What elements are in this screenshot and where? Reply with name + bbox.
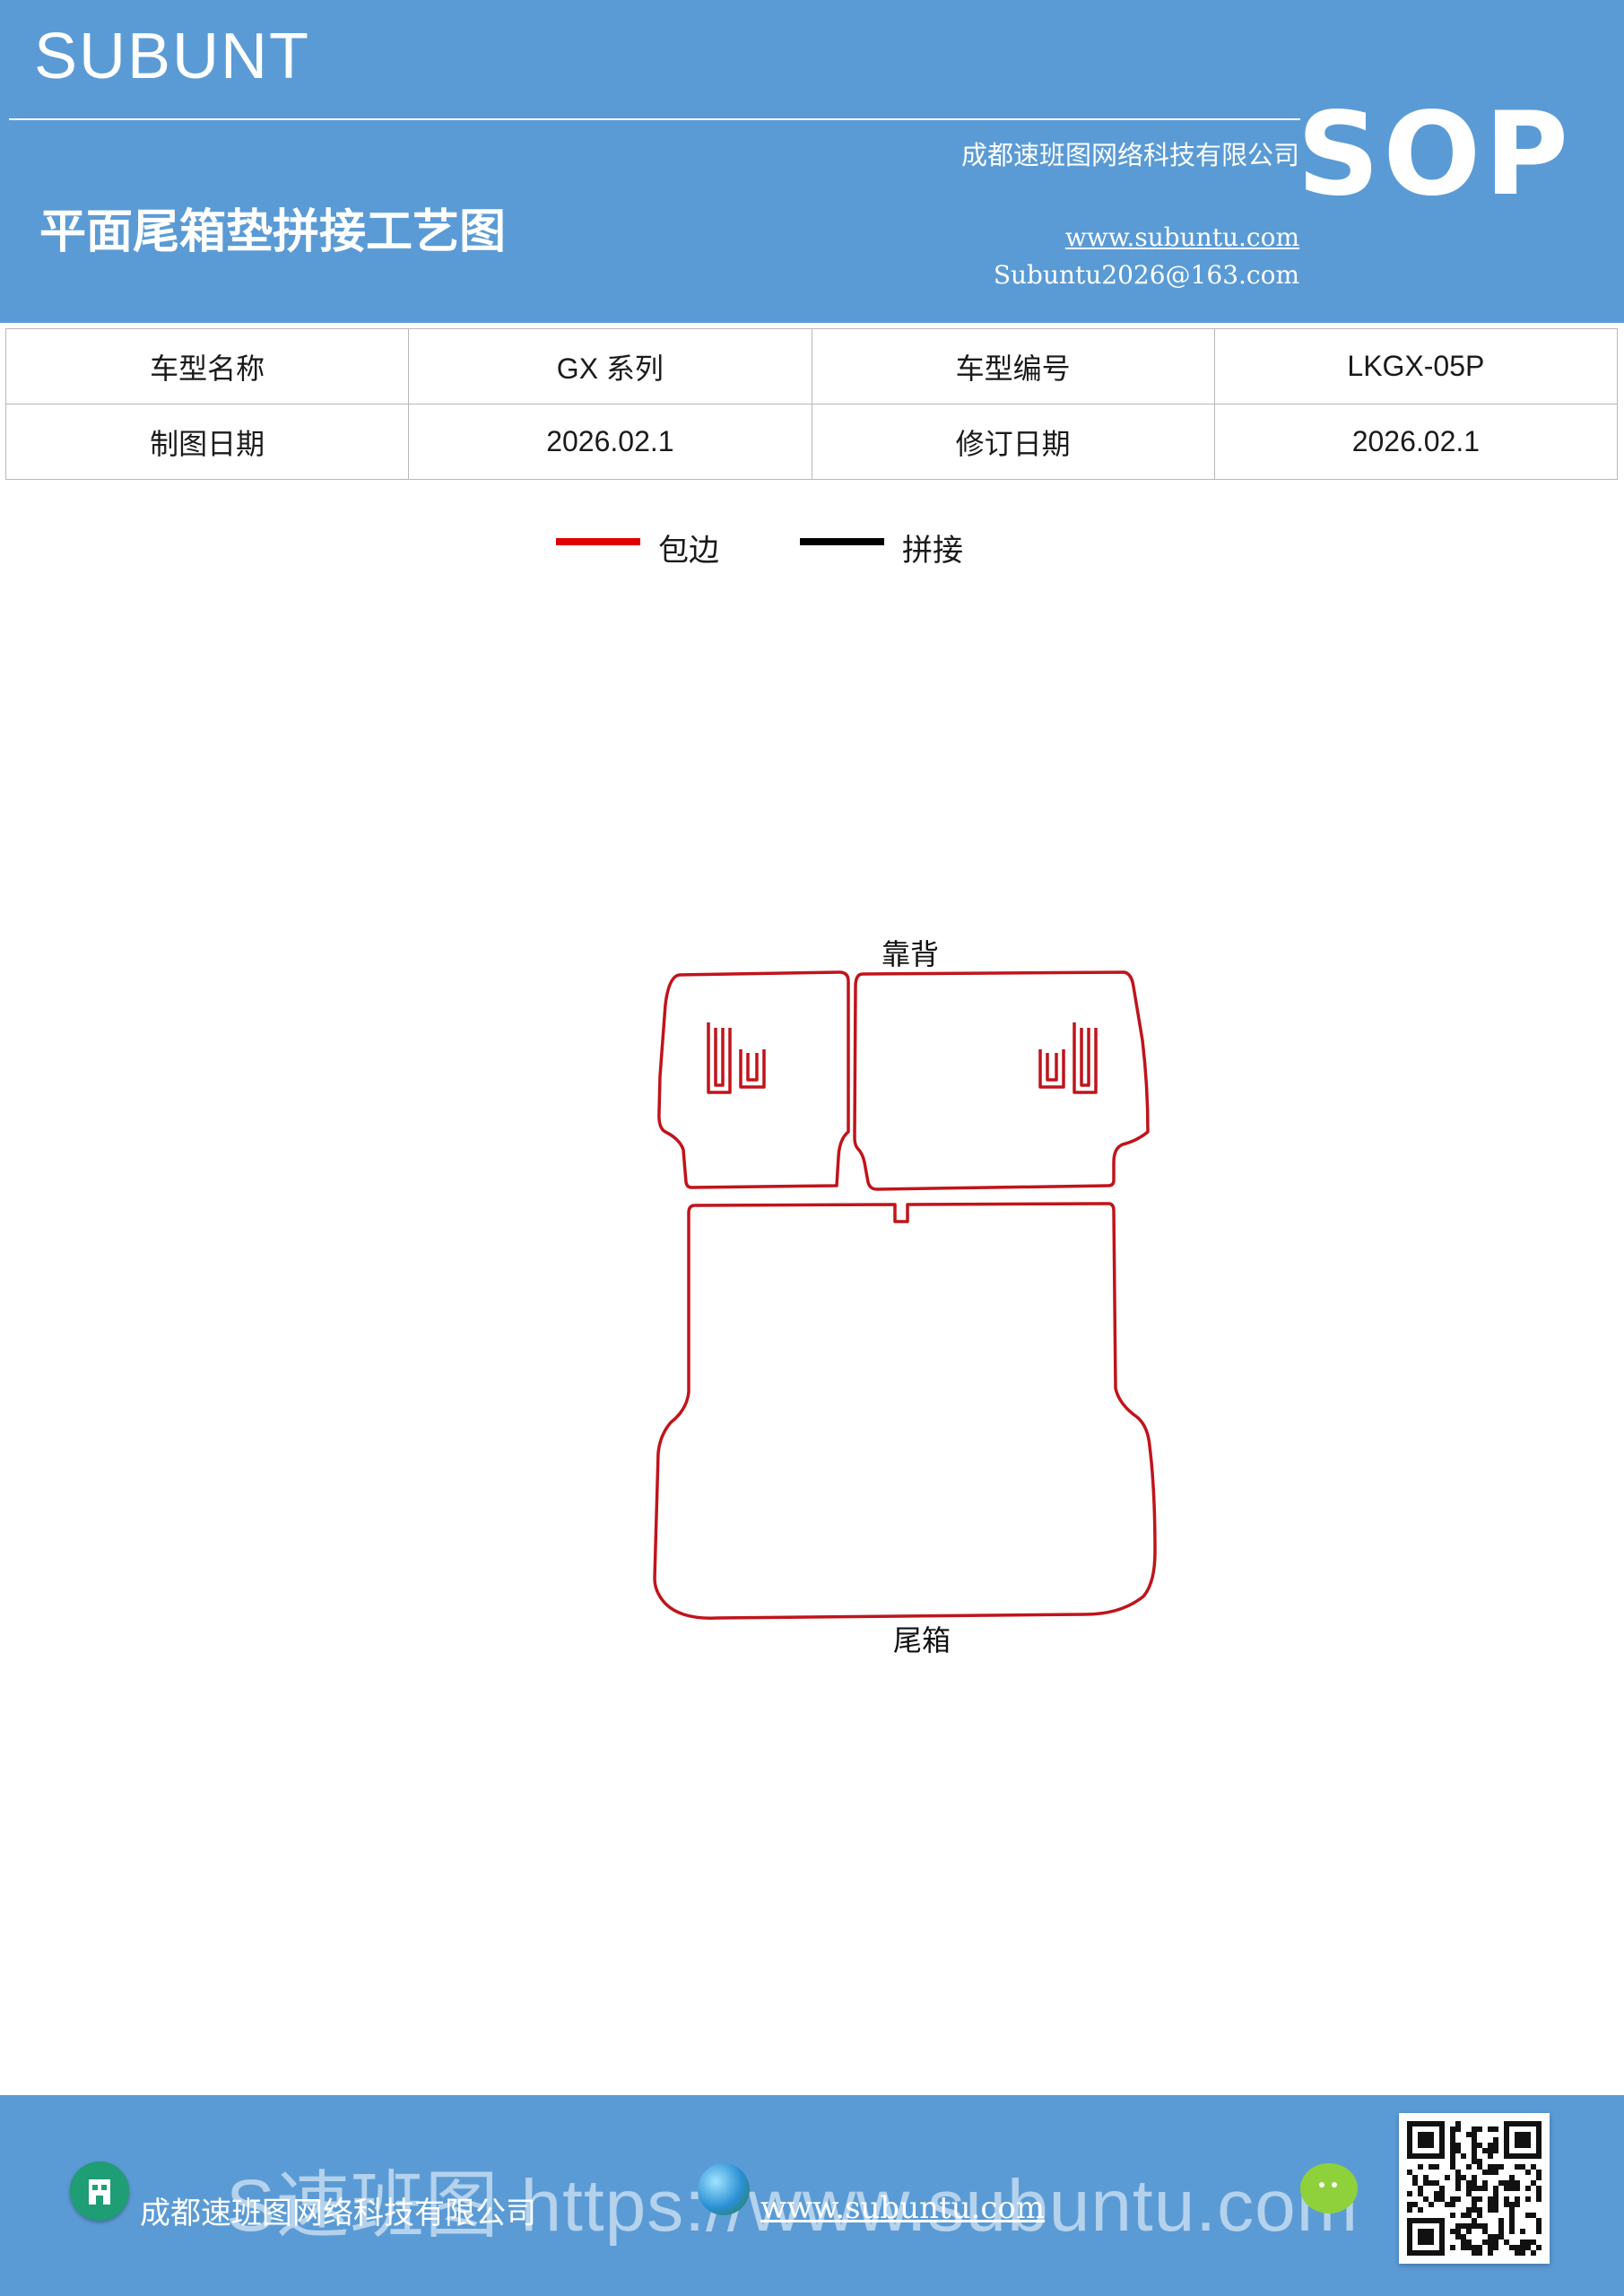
left-cutout-tall — [707, 1022, 732, 1094]
model-name-label: 车型名称 — [4, 328, 410, 404]
footer-banner: S速班图 https://www.subuntu.com 成都速班图网络科技有限… — [0, 2095, 1624, 2296]
legend: 包边 拼接 — [0, 518, 1624, 572]
drawing-date-label: 制图日期 — [4, 404, 410, 480]
right-cutout-tall — [1073, 1022, 1098, 1094]
trunk-piece — [653, 1202, 1157, 1620]
header-divider — [9, 118, 1300, 120]
wechat-icon[interactable] — [1300, 2163, 1358, 2213]
model-code-value: LKGX-05P — [1213, 328, 1619, 404]
sop-badge: SOP — [1297, 88, 1572, 222]
seam-label: 拼接 — [902, 533, 963, 569]
right-cutout-short — [1038, 1049, 1065, 1089]
revision-date-value: 2026.02.1 — [1213, 404, 1619, 480]
building-icon — [70, 2161, 129, 2221]
qr-code[interactable] — [1399, 2113, 1550, 2264]
edge-binding-swatch — [556, 538, 640, 545]
seam-swatch — [800, 538, 884, 545]
seatback-label: 靠背 — [881, 937, 939, 971]
document-title: 平面尾箱垫拼接工艺图 — [39, 205, 507, 259]
website-link[interactable]: www.subuntu.com — [1064, 222, 1299, 252]
company-name: 成都速班图网络科技有限公司 — [960, 140, 1299, 170]
left-seatback-piece — [657, 970, 850, 1189]
drawing-date-value: 2026.02.1 — [408, 404, 812, 480]
header-banner: SUBUNT 成都速班图网络科技有限公司 平面尾箱垫拼接工艺图 www.subu… — [0, 0, 1624, 323]
left-cutout-short — [739, 1049, 766, 1089]
brand-name: SUBUNT — [34, 21, 311, 92]
edge-binding-label: 包边 — [658, 533, 719, 569]
contact-email: Subuntu2026@163.com — [993, 260, 1299, 290]
model-code-label: 车型编号 — [811, 328, 1215, 404]
revision-date-label: 修订日期 — [811, 404, 1215, 480]
model-name-value: GX 系列 — [408, 328, 812, 404]
footer-watermark: S速班图 https://www.subuntu.com — [226, 2165, 1359, 2247]
globe-icon — [698, 2163, 750, 2215]
table-row: 制图日期 2026.02.1 修订日期 2026.02.1 — [4, 404, 1619, 480]
footer-company: 成都速班图网络科技有限公司 — [140, 2196, 536, 2231]
table-row: 车型名称 GX 系列 车型编号 LKGX-05P — [4, 328, 1619, 404]
trunk-label: 尾箱 — [893, 1623, 951, 1657]
right-seatback-piece — [853, 970, 1150, 1191]
vehicle-info-table: 车型名称 GX 系列 车型编号 LKGX-05P 制图日期 2026.02.1 … — [4, 328, 1619, 480]
footer-website-link[interactable]: www.subuntu.com — [760, 2190, 1046, 2226]
mat-diagram: 靠背 尾箱 — [653, 937, 1157, 1657]
